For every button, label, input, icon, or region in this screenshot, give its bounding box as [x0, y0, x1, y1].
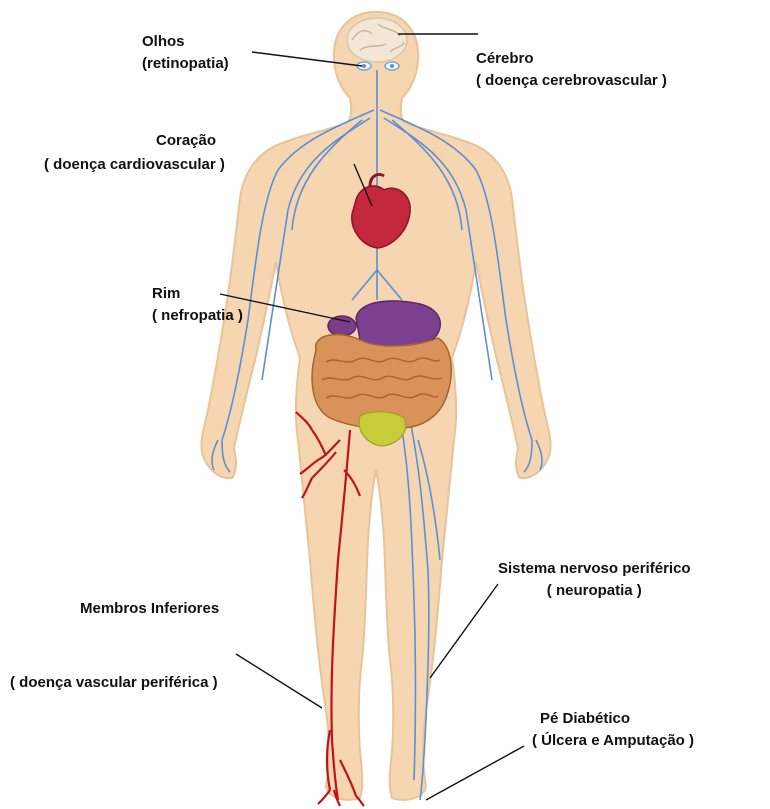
brain-shape	[347, 18, 407, 62]
kidney-title: Rim	[152, 283, 243, 305]
kidney-subtitle: ( nefropatia )	[152, 305, 243, 327]
kidney-label: Rim ( nefropatia )	[152, 283, 243, 327]
brain-title: Cérebro	[476, 48, 667, 70]
foot-title: Pé Diabético	[532, 708, 694, 730]
heart-label: Coração ( doença cardiovascular )	[44, 130, 225, 176]
eyes-label: Olhos (retinopatia)	[142, 31, 229, 75]
nerves-title: Sistema nervoso periférico	[498, 558, 691, 580]
foot-subtitle: ( Úlcera e Amputação )	[532, 730, 694, 752]
foot-label: Pé Diabético ( Úlcera e Amputação )	[532, 708, 694, 752]
nerves-label: Sistema nervoso periférico ( neuropatia …	[498, 558, 691, 602]
nerves-subtitle: ( neuropatia )	[498, 580, 691, 602]
eyes-title: Olhos	[142, 31, 229, 53]
eyes-subtitle: (retinopatia)	[142, 53, 229, 75]
heart-title: Coração	[44, 130, 225, 152]
kidney-shape	[328, 316, 356, 336]
legs-label: Membros Inferiores ( doença vascular per…	[10, 598, 219, 694]
heart-subtitle: ( doença cardiovascular )	[44, 154, 225, 176]
legs-subtitle: ( doença vascular periférica )	[10, 672, 219, 694]
brain-subtitle: ( doença cerebrovascular )	[476, 70, 667, 92]
brain-label: Cérebro ( doença cerebrovascular )	[476, 48, 667, 92]
legs-title: Membros Inferiores	[10, 598, 219, 620]
